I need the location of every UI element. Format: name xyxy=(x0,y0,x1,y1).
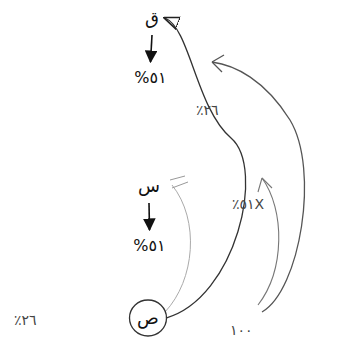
down-arrow xyxy=(148,203,150,230)
node-text: ص xyxy=(128,307,168,329)
node-text: %٥١ xyxy=(129,236,170,255)
pencil-arrowhead xyxy=(212,55,224,72)
node-text: %٥١ xyxy=(130,68,171,87)
circled-node: ص xyxy=(128,298,168,338)
percent-node: %٥١ xyxy=(130,64,171,92)
down-arrow xyxy=(151,35,153,62)
percent-node: %٥١ xyxy=(129,232,170,260)
gene-node: ق xyxy=(141,3,163,33)
handwritten-note: ١٠٠ xyxy=(230,322,253,338)
gene-node: س xyxy=(134,171,164,201)
pencil-scribble xyxy=(170,176,188,188)
pencil-arrowhead xyxy=(258,178,272,192)
pencil-curve xyxy=(212,62,305,312)
hand-drawn-arrow xyxy=(165,18,246,318)
handwritten-note: ٪٥١X xyxy=(232,196,264,212)
pencil-curve xyxy=(165,185,190,312)
handwritten-note: ٪٢٦ xyxy=(14,312,37,328)
node-text: س xyxy=(134,175,164,197)
node-text: ق xyxy=(141,7,163,29)
handwritten-note: ٪٢٦ xyxy=(196,102,219,118)
